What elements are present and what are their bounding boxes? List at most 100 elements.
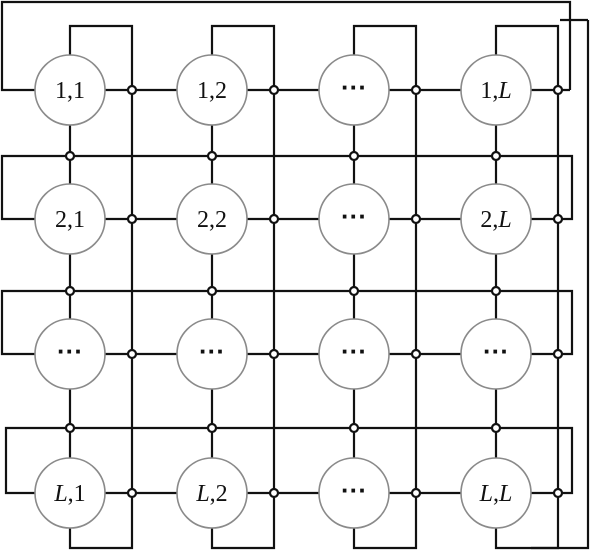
- node-2-2: 2,2: [176, 183, 248, 255]
- node-row-index: 1: [480, 78, 492, 104]
- outer-return-wire: [531, 20, 590, 550]
- node-circle: [176, 54, 248, 126]
- node-ellipsis: ···: [341, 201, 367, 231]
- node-label: 2,2: [197, 207, 227, 233]
- crossing-hop-1-2: [410, 213, 422, 225]
- node-1-3: ···: [318, 54, 390, 126]
- node-ellipsis: ···: [341, 336, 367, 366]
- crossing-hop-3-3: [552, 487, 564, 499]
- node-col-index: 2: [216, 481, 228, 507]
- node-3-3: ···: [318, 318, 390, 390]
- crossing-hop-2-1: [268, 348, 280, 360]
- crossing-hop-0-3: [552, 84, 564, 96]
- crossing-hop-0-2: [410, 84, 422, 96]
- node-circle: [318, 457, 390, 529]
- crossing-hop-2-3: [552, 348, 564, 360]
- node-2-4: 2,L: [460, 183, 532, 255]
- col-wrap-wire-0: [68, 24, 134, 550]
- bus-hop-1-3: [490, 285, 502, 297]
- node-3-1: ···: [34, 318, 106, 390]
- node-row-index: 1: [55, 78, 67, 104]
- crossing-hop-1-1: [268, 213, 280, 225]
- node-label: L,L: [479, 481, 513, 507]
- node-ellipsis: ···: [57, 336, 83, 366]
- crossing-hop-3-0: [126, 487, 138, 499]
- node-label: L,1: [53, 481, 85, 507]
- node-circle: [34, 183, 106, 255]
- node-4-3: ···: [318, 457, 390, 529]
- node-2-3: ···: [318, 183, 390, 255]
- node-1-2: 1,2: [176, 54, 248, 126]
- crossing-hop-3-2: [410, 487, 422, 499]
- node-separator: ,: [68, 481, 74, 507]
- node-col-index: L: [498, 481, 512, 507]
- node-circle: [176, 457, 248, 529]
- node-2-1: 2,1: [34, 183, 106, 255]
- node-1-4: 1,L: [460, 54, 532, 126]
- node-row-index: 2: [197, 207, 209, 233]
- node-label: L,2: [195, 481, 227, 507]
- node-ellipsis: ···: [483, 336, 509, 366]
- node-col-index: 2: [215, 207, 227, 233]
- crossing-hop-2-2: [410, 348, 422, 360]
- node-circle: [318, 183, 390, 255]
- node-circle: [34, 54, 106, 126]
- row2-wrap-wire: [0, 154, 574, 221]
- node-circle: [34, 457, 106, 529]
- bus-hop-2-3: [490, 422, 502, 434]
- node-label: 2,1: [55, 207, 85, 233]
- crossing-hop-3-1: [268, 487, 280, 499]
- node-row-index: L: [195, 481, 209, 507]
- bus-hop-1-0: [64, 285, 76, 297]
- node-separator: ,: [209, 78, 215, 104]
- node-circle: [318, 318, 390, 390]
- node-4-1: L,1: [34, 457, 106, 529]
- col-wrap-wire-2: [352, 24, 418, 550]
- bus-hop-0-1: [206, 150, 218, 162]
- node-col-index: L: [497, 207, 511, 233]
- node-row-index: 1: [197, 78, 209, 104]
- bus-hop-0-0: [64, 150, 76, 162]
- bus-hop-2-1: [206, 422, 218, 434]
- node-label: 2,L: [480, 207, 511, 233]
- node-ellipsis: ···: [341, 72, 367, 102]
- node-row-index: 2: [55, 207, 67, 233]
- node-3-2: ···: [176, 318, 248, 390]
- row3-wrap-wire: [0, 289, 574, 356]
- col-wrap-wire-3: [494, 24, 560, 550]
- node-separator: ,: [67, 207, 73, 233]
- crossing-hop-1-0: [126, 213, 138, 225]
- node-separator: ,: [492, 78, 498, 104]
- node-separator: ,: [492, 207, 498, 233]
- row1-wrap-wire: [0, 0, 572, 92]
- node-separator: ,: [67, 78, 73, 104]
- node-circle: [460, 183, 532, 255]
- bus-hop-2-0: [64, 422, 76, 434]
- node-col-index: 1: [73, 207, 85, 233]
- node-1-1: 1,1: [34, 54, 106, 126]
- node-col-index: 1: [73, 78, 85, 104]
- rowL-wrap-wire: [4, 426, 574, 495]
- node-circle: [34, 318, 106, 390]
- node-label: 1,L: [480, 78, 511, 104]
- node-ellipsis: ···: [341, 475, 367, 505]
- node-circle: [460, 54, 532, 126]
- bus-hop-0-3: [490, 150, 502, 162]
- node-circle: [460, 318, 532, 390]
- node-circle: [318, 54, 390, 126]
- node-4-2: L,2: [176, 457, 248, 529]
- node-separator: ,: [493, 481, 499, 507]
- crossing-hop-1-3: [552, 213, 564, 225]
- col-wrap-wire-1: [210, 24, 276, 550]
- bus-hop-2-2: [348, 422, 360, 434]
- bus-hop-0-2: [348, 150, 360, 162]
- node-col-index: 2: [215, 78, 227, 104]
- node-3-4: ···: [460, 318, 532, 390]
- crossing-hop-0-1: [268, 84, 280, 96]
- crossing-hop-2-0: [126, 348, 138, 360]
- node-separator: ,: [209, 207, 215, 233]
- node-col-index: L: [497, 78, 511, 104]
- bus-hop-1-1: [206, 285, 218, 297]
